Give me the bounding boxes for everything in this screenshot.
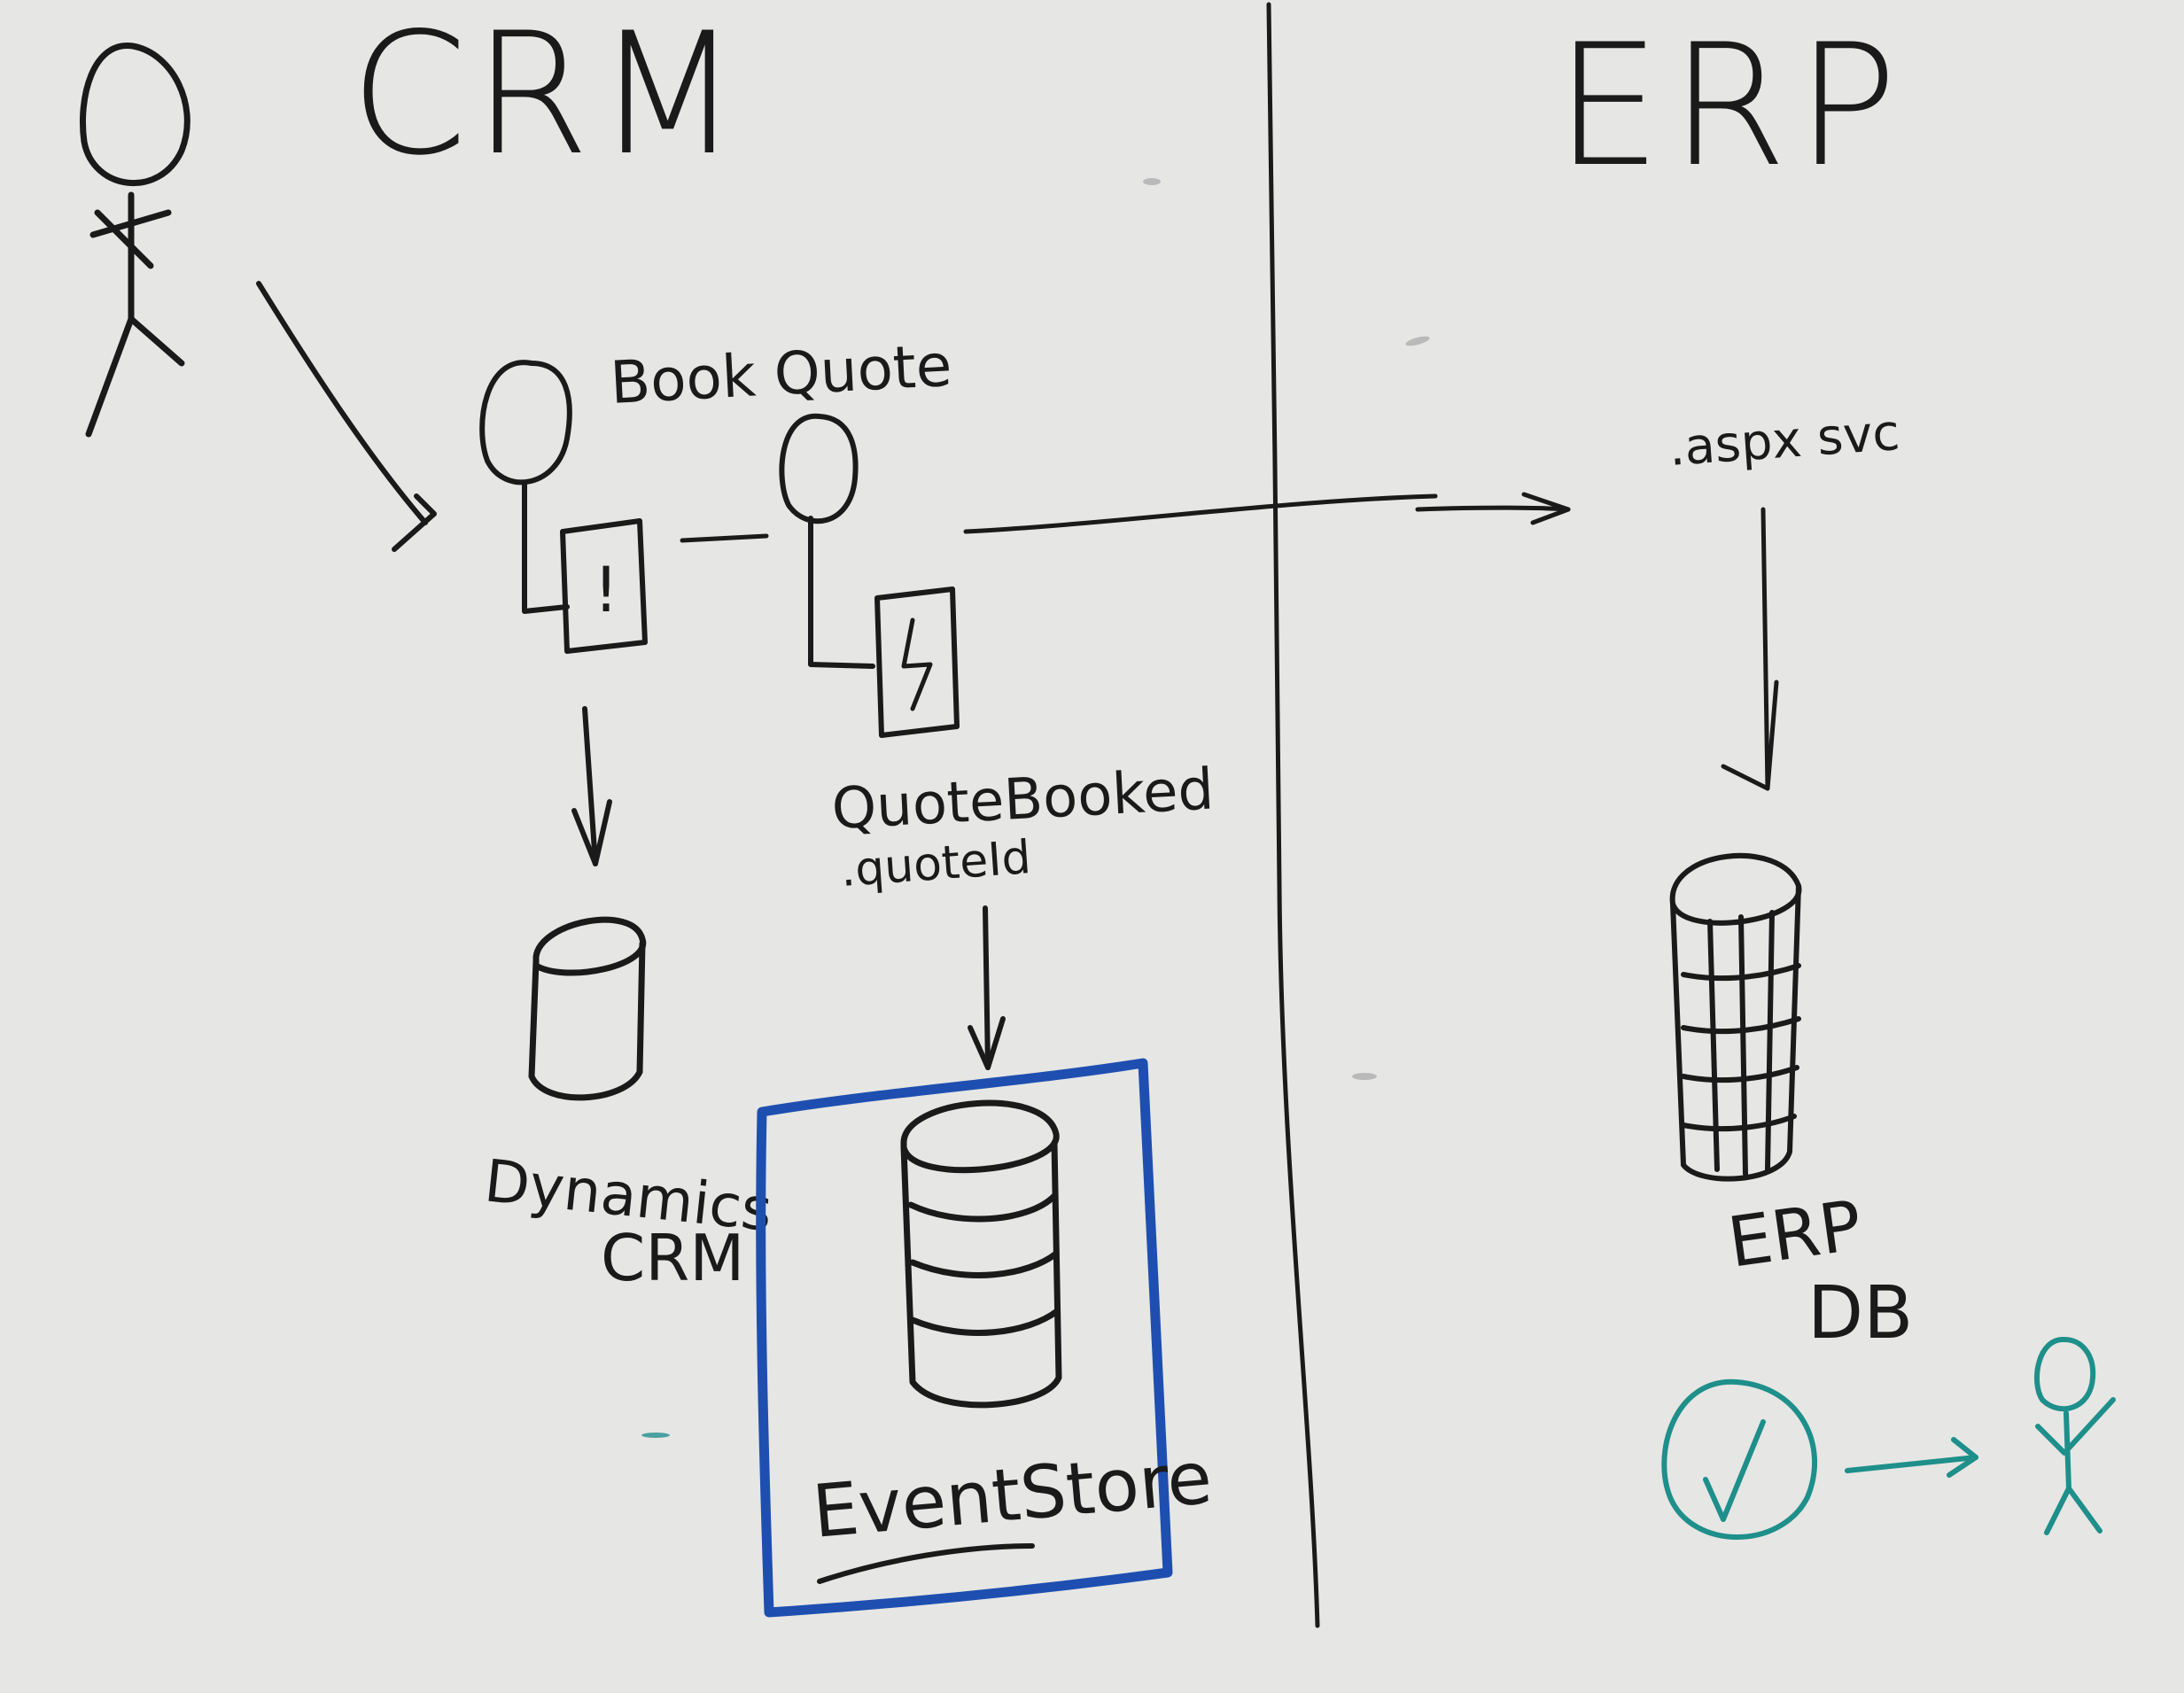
aspx-to-erp-db-arrow — [1721, 507, 1779, 791]
notify-user-arrow — [1845, 1437, 1978, 1478]
checkmark-circle-icon — [1661, 1378, 1817, 1540]
event-store-label: EventStore — [809, 1436, 1215, 1555]
erp-database-cylinder-icon — [1669, 852, 1802, 1182]
erp-db-label-line2: DB — [1807, 1271, 1913, 1355]
command-to-event-connector — [680, 533, 769, 543]
quote-id-label: .quoteId — [839, 831, 1033, 897]
event-to-eventstore-arrow — [968, 905, 1006, 1070]
event-store-box — [756, 1058, 1173, 1618]
whiteboard-smudges — [641, 178, 1430, 1438]
command-to-crm-db-arrow — [571, 706, 612, 866]
book-quote-command-card-icon: ! — [560, 518, 648, 654]
event-store-underline — [817, 1543, 1035, 1584]
dynamics-crm-label: Dynamics CRM — [481, 1146, 775, 1295]
crm-to-erp-call-arrow — [963, 492, 1571, 534]
event-store-database-cylinder-icon — [900, 1099, 1062, 1409]
crm-title: CRM — [350, 0, 746, 192]
erp-db-label-line1: ERP — [1723, 1186, 1867, 1284]
event-handler-lollipop-icon — [779, 413, 875, 669]
system-boundary-line — [1266, 2, 1320, 1628]
erp-title: ERP — [1555, 8, 1907, 204]
dynamics-crm-database-cylinder-icon — [528, 916, 647, 1101]
user-to-command-arrow — [256, 281, 437, 552]
user-stick-figure-icon — [79, 43, 190, 438]
quote-booked-label: QuoteBooked — [830, 757, 1216, 842]
command-exclamation-mark: ! — [594, 554, 618, 626]
quote-booked-event-card-icon — [874, 586, 960, 738]
crm-db-label: CRM — [601, 1221, 744, 1295]
end-user-stick-figure-icon — [2034, 1337, 2116, 1535]
book-quote-label: Book Quote — [609, 331, 953, 417]
book-quote-handler-lollipop-icon — [479, 360, 572, 614]
aspx-svc-label: .aspx svc — [1667, 404, 1901, 478]
